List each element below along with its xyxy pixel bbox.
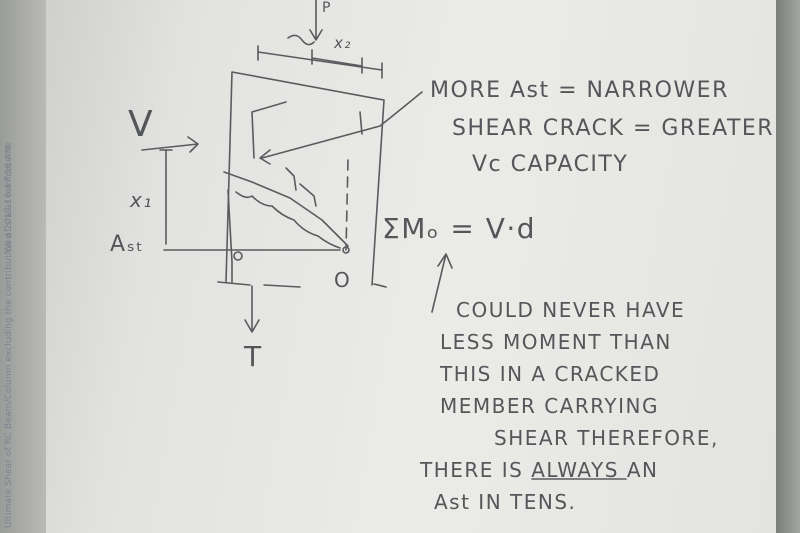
paper-shadow-edge xyxy=(776,0,800,533)
shear-crack-upper xyxy=(223,171,349,247)
support-line xyxy=(217,281,301,288)
label-ast: Aₛₜ xyxy=(110,232,145,257)
para-line-6: THERE IS ALWAYS AN xyxy=(420,458,658,482)
beam-end-tick xyxy=(373,283,387,288)
para-line-5: SHEAR THEREFORE, xyxy=(494,426,719,450)
note-leader-tick xyxy=(359,111,363,135)
para-line-7: Ast IN TENS. xyxy=(434,490,577,514)
crack-arrows xyxy=(285,167,317,207)
equation-arrow xyxy=(431,253,453,313)
para-line-6-always: ALWAYS xyxy=(531,458,619,482)
centerline-dashed xyxy=(345,159,349,251)
note-line-2: SHEAR CRACK = GREATER xyxy=(452,116,775,141)
label-p: P xyxy=(322,0,332,16)
para-line-4: MEMBER CARRYING xyxy=(440,394,659,418)
note-line-3: Vc CAPACITY xyxy=(472,152,629,177)
top-dimension-ticks xyxy=(257,45,383,79)
load-point-squiggle xyxy=(287,34,315,46)
label-v: V xyxy=(128,104,155,145)
para-line-3: THIS IN A CRACKED xyxy=(440,362,661,386)
label-o: O xyxy=(334,268,352,292)
beam-outline xyxy=(225,71,385,286)
shear-crack-lower xyxy=(235,191,341,249)
para-line-1: COULD NEVER HAVE xyxy=(456,298,686,322)
para-line-2: LESS MOMENT THAN xyxy=(440,330,672,354)
rebar-left xyxy=(233,251,243,261)
para-line-6-end: AN xyxy=(626,458,659,482)
note-leader xyxy=(259,91,423,165)
tension-arrow xyxy=(244,285,260,333)
stirrup xyxy=(251,101,287,159)
label-x2: x₂ xyxy=(334,34,352,52)
note-line-1: MORE Ast = NARROWER xyxy=(430,78,729,103)
paper-sheet xyxy=(46,0,776,533)
shear-arrow xyxy=(141,136,199,153)
moment-equation: ΣMₒ = V·d xyxy=(382,212,537,245)
background-strip xyxy=(0,0,46,533)
x1-dimension xyxy=(159,149,173,245)
top-dimension-line xyxy=(257,51,383,71)
label-x1: x₁ xyxy=(130,188,153,212)
para-line-6-start: THERE IS xyxy=(420,458,524,482)
label-t: T xyxy=(244,340,263,373)
rebar-right xyxy=(342,246,350,254)
crack-vertical xyxy=(227,189,233,263)
x2-dimension xyxy=(311,49,363,74)
load-arrow xyxy=(309,0,323,41)
